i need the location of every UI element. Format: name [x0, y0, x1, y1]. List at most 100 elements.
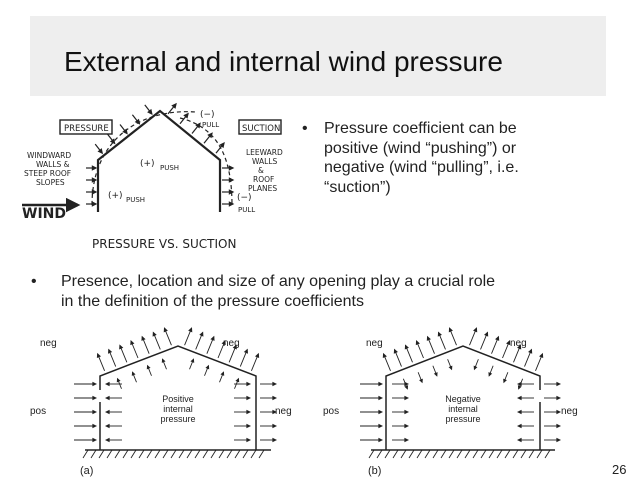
pressure-arrowhead — [199, 331, 204, 337]
bullet-marker: • — [302, 120, 308, 137]
ground-hatch — [368, 449, 375, 459]
pressure-arrowhead — [205, 364, 210, 370]
leeward-label-1: LEEWARD — [246, 148, 283, 157]
pressure-arrowhead — [104, 409, 110, 415]
pressure-arrowhead — [91, 165, 98, 171]
pressure-arrowhead — [378, 423, 384, 429]
pressure-label: PRESSURE — [64, 124, 109, 134]
pressure-arrowhead — [146, 364, 151, 370]
ground-hatch — [464, 449, 471, 459]
ground-hatch — [194, 449, 201, 459]
pressure-arrowhead — [272, 409, 278, 415]
pressure-arrowhead — [404, 344, 409, 350]
pressure-arrowhead — [92, 423, 98, 429]
pressure-arrowhead — [516, 437, 522, 443]
pressure-arrowhead — [556, 423, 562, 429]
leeward-label-2: WALLS — [252, 157, 277, 166]
pressure-arrowhead — [404, 395, 410, 401]
inside-label-3: pressure — [445, 414, 480, 424]
ground-hatch — [384, 449, 391, 459]
pressure-arrowhead — [104, 395, 110, 401]
bullet-openings: • Presence, location and size of any ope… — [31, 272, 611, 311]
pressure-arrowhead — [228, 201, 235, 207]
ground-hatch — [440, 449, 447, 459]
ground-hatch — [448, 449, 455, 459]
pressure-arrowhead — [220, 371, 225, 376]
pressure-arrowhead — [91, 201, 98, 207]
wall-pull-label: PULL — [238, 206, 255, 214]
pressure-arrowhead — [243, 348, 248, 354]
pressure-arrowhead — [516, 409, 522, 415]
bullet-line: Presence, location and size of any openi… — [61, 273, 496, 290]
pressure-arrowhead — [97, 148, 104, 155]
bullet-line: positive (wind “pushing”) or — [324, 139, 517, 157]
pressure-arrowhead — [130, 340, 135, 346]
pressure-arrowhead — [190, 358, 195, 363]
pressure-arrowhead — [488, 372, 493, 377]
pos-label: pos — [30, 406, 46, 417]
ground-hatch — [234, 449, 241, 459]
pressure-arrowhead — [503, 378, 507, 384]
pressure-arrowhead — [163, 327, 168, 333]
diagram-negative-internal-pressure: neg neg pos neg Negative internal pressu… — [323, 327, 578, 477]
ground-hatch — [520, 449, 527, 459]
ground-hatch — [504, 449, 511, 459]
pressure-arrowhead — [517, 385, 522, 390]
ground-hatch — [496, 449, 503, 459]
neg-label-wall: neg — [561, 406, 578, 417]
inside-label-1: Negative — [445, 394, 481, 404]
wind-label: WIND — [22, 206, 66, 222]
pressure-arrowhead — [92, 437, 98, 443]
leeward-label-5: PLANES — [248, 184, 277, 193]
pressure-arrowhead — [92, 381, 98, 387]
page-number: 26 — [612, 462, 627, 477]
pressure-arrowhead — [516, 395, 522, 401]
leeward-label-4: ROOF — [253, 175, 274, 184]
ground-hatch — [424, 449, 431, 459]
pressure-arrowhead — [556, 395, 562, 401]
pressure-arrowhead — [419, 378, 423, 384]
pressure-arrowhead — [92, 409, 98, 415]
pressure-arrowhead — [152, 331, 157, 337]
roof-push-sign: (+) — [140, 159, 155, 169]
pressure-label-box — [59, 119, 113, 135]
pressure-arrowhead — [246, 381, 252, 387]
ground-hatch — [178, 449, 185, 459]
ground-hatch — [114, 449, 121, 459]
neg-label-right: neg — [510, 338, 527, 349]
ground-hatch — [146, 449, 153, 459]
pressure-arrowhead — [195, 122, 201, 129]
ground-hatch — [250, 449, 257, 459]
pressure-arrowhead — [119, 344, 124, 350]
pressure-arrowhead — [378, 409, 384, 415]
ground-hatch — [376, 449, 383, 459]
pressure-arrowhead — [161, 358, 166, 363]
neg-label-right: neg — [223, 338, 240, 349]
ground-hatch — [544, 449, 551, 459]
pressure-arrowhead — [104, 437, 110, 443]
pressure-arrowhead — [404, 437, 410, 443]
flow-curve — [91, 111, 197, 206]
wall-push-label: PUSH — [126, 196, 145, 204]
inside-label-2: internal — [163, 404, 193, 414]
ground-hatch — [154, 449, 161, 459]
pressure-arrowhead — [108, 348, 113, 354]
bullet-line: in the definition of the pressure coeffi… — [61, 292, 364, 310]
pressure-arrowhead — [382, 352, 387, 359]
ground-hatch — [528, 449, 535, 459]
pressure-arrowhead — [210, 335, 215, 341]
pressure-arrowhead — [228, 165, 235, 171]
pressure-arrowhead — [96, 352, 102, 359]
pressure-arrowhead — [141, 335, 146, 341]
pressure-arrowhead — [426, 335, 431, 341]
neg-label-left: neg — [40, 338, 57, 349]
pressure-arrowhead — [91, 189, 98, 195]
pressure-arrowhead — [517, 344, 522, 350]
wall-push-sign: (+) — [108, 191, 123, 201]
pressure-arrowhead — [556, 409, 562, 415]
title-bar — [30, 16, 606, 96]
pressure-arrowhead — [171, 102, 177, 109]
pressure-arrowhead — [378, 437, 384, 443]
pressure-arrowhead — [404, 409, 410, 415]
roof-push-label: PUSH — [160, 164, 179, 172]
